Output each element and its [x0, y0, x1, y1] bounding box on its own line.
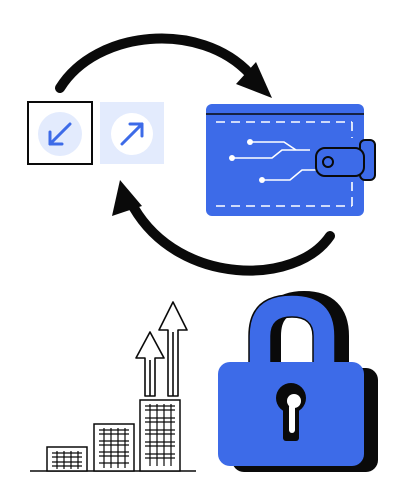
- outbound-tile: [100, 102, 164, 164]
- padlock-shackle: [249, 294, 335, 366]
- padlock-icon: [218, 290, 378, 472]
- bottom-cycle-arrowhead: [112, 180, 142, 216]
- inbound-tile: [27, 101, 93, 165]
- wallet-clasp: [315, 139, 376, 181]
- building-windows: [52, 404, 175, 469]
- wallet-stitching: [216, 121, 353, 207]
- growth-arrows-icon: [135, 301, 188, 397]
- arrow-down-left-icon: [48, 122, 72, 146]
- refresh-cycle-icon: [55, 33, 335, 276]
- keyhole-icon: [276, 383, 306, 441]
- top-cycle-arc: [55, 33, 255, 93]
- circuit-icon: [229, 139, 316, 183]
- buildings-icon: [30, 399, 196, 472]
- top-cycle-arrowhead: [236, 62, 272, 98]
- bottom-cycle-arc: [129, 203, 335, 276]
- arrow-up-right-icon: [120, 122, 144, 146]
- wallet-icon: [206, 104, 376, 216]
